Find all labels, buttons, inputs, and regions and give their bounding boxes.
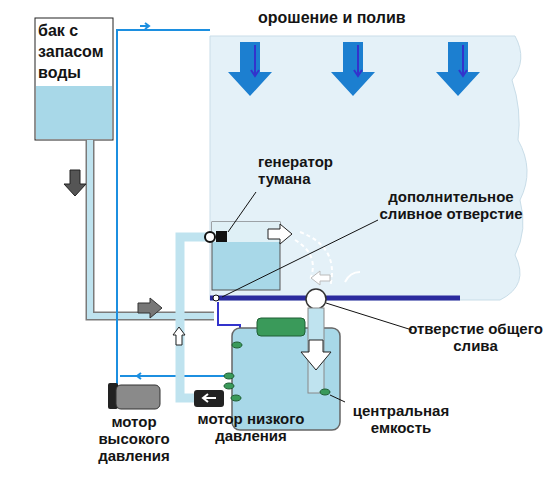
motor-symbol: [192, 388, 310, 410]
fog-generator: [205, 232, 215, 242]
motor: мотор низкого давления: [192, 388, 310, 444]
flow-arrow: [137, 373, 148, 379]
callout-label: центральная емкость: [336, 402, 466, 436]
flow-arrow: [311, 271, 330, 285]
leader-line: [326, 303, 412, 330]
fog-stream: [295, 232, 332, 287]
fog-generator: [216, 231, 227, 242]
leader-line: [228, 192, 256, 232]
flow-arrow: [140, 23, 149, 29]
tank-lid: [257, 318, 305, 336]
pipe: [90, 140, 214, 316]
leader-line: [330, 395, 345, 402]
callout-label: генератор тумана: [258, 153, 358, 187]
pressure-line: [117, 30, 210, 385]
flow-arrow: [138, 298, 162, 318]
fittings: [224, 342, 330, 401]
motor: мотор высокого давления: [82, 381, 186, 464]
motor-symbol: [82, 381, 186, 413]
leader-line: [222, 220, 378, 297]
flow-arrow: [64, 170, 86, 196]
water-tank: бак с запасом воды: [38, 20, 112, 83]
pipe: [90, 140, 214, 316]
tank-water: [36, 86, 112, 139]
flow-arrow: [173, 327, 185, 345]
fog-stream: [345, 272, 360, 282]
motor-label: мотор низкого давления: [192, 410, 310, 444]
fog-arrow: [268, 224, 292, 244]
tank-label: бак с запасом воды: [38, 20, 112, 83]
motor-label: мотор высокого давления: [82, 413, 186, 464]
drain-tray: [210, 296, 460, 301]
callout-label: орошение и полив: [258, 9, 458, 26]
tank-outline: [35, 18, 113, 140]
grow-area: [210, 36, 527, 300]
spray-arrows: [228, 42, 480, 96]
callout-label: дополнительное сливное отверстие: [366, 188, 536, 222]
spray-arrows-small: [251, 45, 467, 76]
extra-drain: [213, 295, 219, 301]
callout-label: отверстие общего слива: [408, 320, 543, 354]
main-drain: [306, 289, 326, 309]
flow-arrow: [301, 340, 331, 370]
